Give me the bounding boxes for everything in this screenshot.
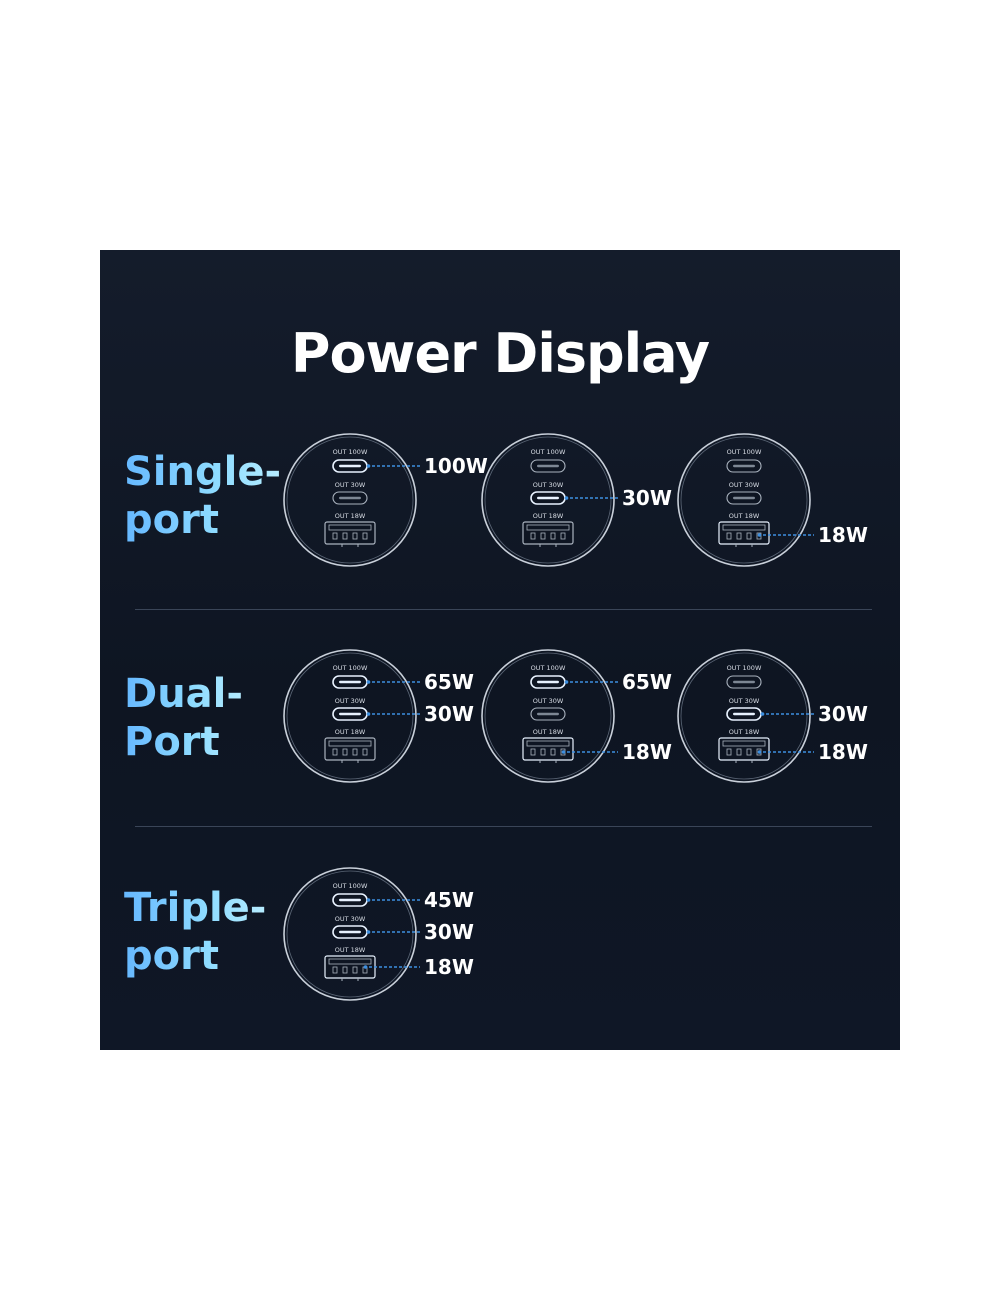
device-inner-ring	[484, 652, 612, 780]
device-outline	[481, 649, 615, 783]
row-label-line1: Dual-	[124, 671, 243, 717]
divider	[135, 826, 872, 827]
power-bank-diagram: OUT 100W OUT 30W OUT 18W	[481, 649, 615, 783]
wattage-label: 65W	[424, 670, 474, 694]
callout-line	[564, 496, 618, 500]
row-label-triple-port: Triple- port	[124, 884, 266, 980]
wattage-label: 30W	[818, 702, 868, 726]
port-label: OUT 18W	[335, 512, 366, 520]
row-label-line2: port	[124, 933, 219, 979]
usb-c-tongue	[537, 680, 559, 684]
device-outline	[283, 867, 417, 1001]
port-label: OUT 100W	[333, 664, 368, 672]
device-outline	[677, 649, 811, 783]
port-label: OUT 100W	[333, 448, 368, 456]
port-label: OUT 30W	[533, 481, 564, 489]
usb-c-tongue	[537, 712, 559, 716]
wattage-label: 45W	[424, 888, 474, 912]
callout-line	[363, 965, 420, 969]
usb-a-port-icon	[522, 737, 574, 763]
usb-c-tongue	[339, 930, 361, 934]
port-label: OUT 100W	[727, 664, 762, 672]
page-title: Power Display	[290, 322, 710, 385]
power-display-panel: Power Display Single- port Dual- Port Tr…	[100, 250, 900, 1050]
divider	[135, 609, 872, 610]
device-inner-ring	[286, 870, 414, 998]
port-label: OUT 100W	[531, 664, 566, 672]
port-label: OUT 18W	[729, 728, 760, 736]
usb-c-tongue	[339, 464, 361, 468]
power-bank-diagram: OUT 100W OUT 30W OUT 18W	[283, 867, 417, 1001]
callout-line	[561, 750, 618, 754]
callout-line	[366, 712, 420, 716]
row-label-dual-port: Dual- Port	[124, 670, 243, 766]
device-outline	[481, 433, 615, 567]
port-label: OUT 18W	[335, 946, 366, 954]
wattage-label: 65W	[622, 670, 672, 694]
wattage-label: 18W	[622, 740, 672, 764]
device-outline	[283, 433, 417, 567]
usb-c-tongue	[339, 680, 361, 684]
power-bank-diagram: OUT 100W OUT 30W OUT 18W	[283, 649, 417, 783]
callout-line	[366, 930, 420, 934]
row-label-line1: Triple-	[124, 885, 267, 931]
usb-c-tongue	[339, 496, 361, 500]
port-label: OUT 30W	[335, 481, 366, 489]
wattage-label: 18W	[424, 955, 474, 979]
usb-a-port-icon	[522, 521, 574, 547]
device-outline	[283, 649, 417, 783]
usb-c-tongue	[339, 712, 361, 716]
usb-a-port-icon	[324, 521, 376, 547]
device-inner-ring	[286, 436, 414, 564]
power-bank-diagram: OUT 100W OUT 30W OUT 18W	[283, 433, 417, 567]
port-label: OUT 30W	[335, 915, 366, 923]
row-label-single-port: Single- port	[124, 448, 281, 544]
usb-c-tongue	[733, 464, 755, 468]
callout-line	[366, 680, 420, 684]
port-label: OUT 30W	[533, 697, 564, 705]
callout-line	[564, 680, 618, 684]
power-bank-diagram: OUT 100W OUT 30W OUT 18W	[481, 433, 615, 567]
wattage-label: 30W	[424, 702, 474, 726]
port-label: OUT 100W	[531, 448, 566, 456]
usb-c-tongue	[733, 496, 755, 500]
port-label: OUT 30W	[729, 481, 760, 489]
port-label: OUT 30W	[729, 697, 760, 705]
port-label: OUT 100W	[727, 448, 762, 456]
callout-line	[757, 750, 814, 754]
wattage-label: 18W	[818, 523, 868, 547]
usb-c-tongue	[339, 898, 361, 902]
port-label: OUT 18W	[729, 512, 760, 520]
device-inner-ring	[484, 436, 612, 564]
power-bank-diagram: OUT 100W OUT 30W OUT 18W	[677, 433, 811, 567]
device-outline	[677, 433, 811, 567]
callout-line	[757, 533, 814, 537]
usb-a-port-icon	[718, 521, 770, 547]
usb-c-tongue	[537, 464, 559, 468]
port-label: OUT 30W	[335, 697, 366, 705]
device-inner-ring	[680, 652, 808, 780]
wattage-label: 18W	[818, 740, 868, 764]
callout-line	[760, 712, 814, 716]
row-label-line2: Port	[124, 719, 220, 765]
device-inner-ring	[680, 436, 808, 564]
callout-line	[366, 898, 420, 902]
callout-line	[366, 464, 420, 468]
usb-c-tongue	[733, 680, 755, 684]
port-label: OUT 18W	[533, 728, 564, 736]
usb-a-port-icon	[324, 737, 376, 763]
port-label: OUT 18W	[533, 512, 564, 520]
power-bank-diagram: OUT 100W OUT 30W OUT 18W	[677, 649, 811, 783]
wattage-label: 100W	[424, 454, 488, 478]
wattage-label: 30W	[424, 920, 474, 944]
usb-a-port-icon	[718, 737, 770, 763]
usb-c-tongue	[537, 496, 559, 500]
usb-c-tongue	[733, 712, 755, 716]
row-label-line2: port	[124, 497, 219, 543]
device-inner-ring	[286, 652, 414, 780]
port-label: OUT 18W	[335, 728, 366, 736]
wattage-label: 30W	[622, 486, 672, 510]
port-label: OUT 100W	[333, 882, 368, 890]
row-label-line1: Single-	[124, 449, 282, 495]
